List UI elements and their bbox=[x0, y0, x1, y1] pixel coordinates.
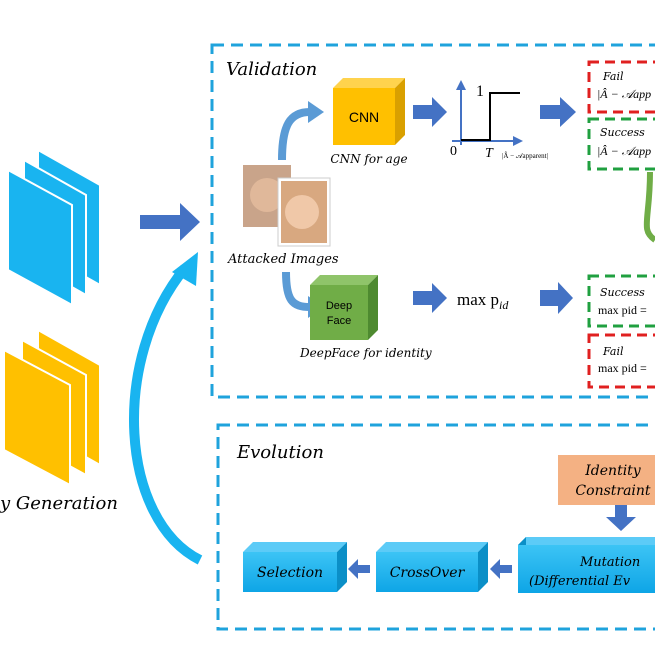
arrow-down-icon bbox=[606, 505, 636, 531]
mutation-label-1: Mutation bbox=[579, 555, 640, 570]
id-fail-box bbox=[587, 333, 655, 389]
crossover-block bbox=[376, 542, 488, 592]
branch-arrow-down bbox=[282, 271, 311, 311]
arrow-right-icon bbox=[540, 97, 576, 127]
arrow-right-icon bbox=[413, 283, 447, 313]
generation-label: y Generation bbox=[0, 493, 118, 514]
step-threshold: T bbox=[485, 146, 494, 161]
id-success-box bbox=[587, 274, 655, 328]
arrow-left-icon bbox=[490, 559, 512, 579]
identity-label-1: Identity bbox=[584, 463, 642, 479]
arrow-right-icon bbox=[413, 97, 447, 127]
mutation-label-2: (Differential Ev bbox=[529, 574, 631, 589]
evolution-panel bbox=[216, 423, 655, 631]
age-success-expr: |Â − 𝒜app bbox=[597, 144, 651, 158]
selection-label: Selection bbox=[257, 565, 323, 581]
id-fail-expr: max pid = bbox=[598, 361, 647, 375]
identity-label-2: Constraint bbox=[575, 483, 651, 499]
deepface-label-1: Deep bbox=[326, 300, 352, 312]
deepface-label-2: Face bbox=[327, 315, 351, 327]
arrow-left-icon bbox=[348, 559, 370, 579]
deepface-caption: DeepFace for identity bbox=[299, 346, 432, 360]
age-success-title: Success bbox=[600, 126, 645, 139]
evolution-title: Evolution bbox=[236, 442, 324, 463]
curved-feedback-arrow bbox=[129, 264, 203, 565]
identity-constraint-box bbox=[558, 455, 655, 505]
id-success-title: Success bbox=[600, 286, 645, 299]
crossover-label: CrossOver bbox=[390, 565, 466, 581]
green-connector bbox=[643, 171, 655, 243]
id-success-expr: max pid = bbox=[598, 303, 647, 317]
validation-title: Validation bbox=[226, 59, 317, 80]
blue-layer-stack bbox=[7, 148, 101, 307]
age-success-box bbox=[587, 117, 655, 171]
selection-block bbox=[243, 542, 347, 592]
max-pid-label: max pid bbox=[457, 290, 509, 312]
attacked-images-caption: Attacked Images bbox=[227, 252, 339, 267]
validation-panel bbox=[210, 43, 655, 399]
cnn-label: CNN bbox=[349, 109, 379, 125]
arrow-right-icon bbox=[540, 282, 573, 314]
step-function-plot bbox=[452, 80, 523, 146]
age-fail-title: Fail bbox=[602, 70, 624, 83]
branch-arrow-up bbox=[278, 108, 311, 161]
cnn-caption: CNN for age bbox=[330, 152, 407, 166]
step-x-axis-label: |Â − 𝒜apparent| bbox=[502, 152, 548, 160]
arrow-right-icon bbox=[140, 203, 200, 241]
step-y-one: 1 bbox=[476, 83, 484, 100]
attacked-images bbox=[243, 165, 331, 247]
arrow-head-icon bbox=[172, 252, 198, 286]
age-fail-expr: |Â − 𝒜app bbox=[597, 87, 651, 101]
age-fail-box bbox=[587, 60, 655, 114]
step-origin: 0 bbox=[450, 144, 457, 159]
cnn-cube bbox=[333, 78, 405, 145]
mutation-block bbox=[518, 537, 655, 593]
yellow-layer-stack bbox=[3, 328, 101, 487]
deepface-cube bbox=[310, 275, 378, 340]
id-fail-title: Fail bbox=[602, 345, 624, 358]
